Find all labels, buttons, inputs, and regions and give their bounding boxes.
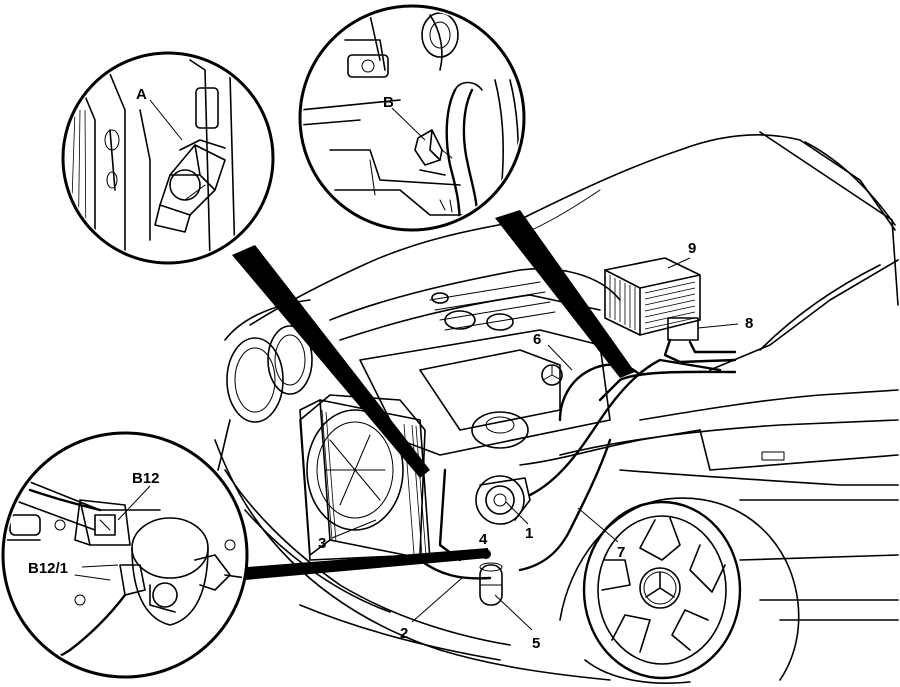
leader-a [149, 99, 183, 141]
leader-1 [505, 501, 529, 525]
leader-2 [411, 577, 463, 623]
callout-b: B [383, 94, 394, 111]
callout-7: 7 [617, 544, 625, 561]
leader-8 [697, 323, 739, 329]
leader-b12 [117, 485, 151, 521]
callout-a: A [136, 86, 147, 103]
leader-9 [667, 257, 691, 269]
front-wheel [559, 497, 800, 684]
callout-2: 2 [400, 625, 408, 642]
expansion-valve [663, 317, 737, 364]
component-callouts: 1 2 3 4 5 6 7 8 9 [318, 240, 753, 652]
leader-b [391, 107, 426, 141]
evaporator [604, 257, 701, 336]
inset-a: A [61, 51, 430, 478]
callout-b12: B12 [132, 470, 160, 487]
switch-marker-4 [481, 549, 491, 559]
callout-6: 6 [533, 331, 541, 348]
callout-b12-1: B12/1 [28, 560, 68, 577]
leader-7 [577, 507, 619, 543]
callout-4: 4 [479, 531, 488, 548]
callout-5: 5 [532, 635, 540, 652]
inset-b: B [298, 4, 635, 378]
callout-8: 8 [745, 315, 753, 332]
inset-b12: B12 B12/1 [1, 431, 488, 679]
leader-b12-1 [81, 564, 119, 568]
callout-9: 9 [688, 240, 696, 257]
leader-5 [494, 594, 533, 631]
callout-3: 3 [318, 535, 326, 552]
receiver-drier [479, 562, 503, 606]
leader-6 [547, 344, 573, 371]
leader-3 [331, 519, 377, 539]
callout-1: 1 [525, 525, 533, 542]
engine-block [306, 267, 737, 580]
vehicle-body [214, 131, 899, 681]
